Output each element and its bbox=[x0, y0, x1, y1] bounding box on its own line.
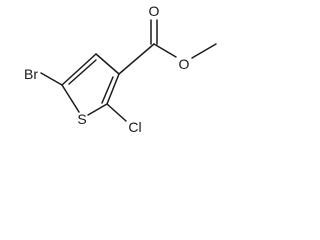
bonds bbox=[40, 19, 217, 122]
bond-c5-br bbox=[40, 72, 63, 86]
atom-labels: Br S Cl O O bbox=[24, 3, 190, 135]
bond-c5-c4-double bbox=[68, 59, 97, 85]
atom-label-br: Br bbox=[24, 66, 38, 82]
atom-label-o-ester: O bbox=[179, 56, 190, 72]
bond-c3-c2 bbox=[106, 73, 120, 105]
bond-c2-s bbox=[87, 103, 108, 116]
bond-c5-c4 bbox=[61, 53, 97, 86]
bond-o-methyl bbox=[191, 43, 217, 59]
bond-c3-c2-double bbox=[101, 76, 114, 104]
bond-c3-carbonyl bbox=[118, 43, 155, 75]
bond-c4-c3 bbox=[95, 53, 120, 75]
bond-s-c5 bbox=[61, 84, 80, 113]
bond-carbonyl-o-ester bbox=[153, 43, 177, 58]
structure-canvas: Br S Cl O O bbox=[24, 3, 217, 135]
atom-label-s: S bbox=[77, 111, 86, 127]
bond-c2-cl bbox=[106, 103, 127, 122]
atom-label-cl: Cl bbox=[128, 119, 141, 135]
atom-label-o-carbonyl: O bbox=[149, 3, 160, 19]
